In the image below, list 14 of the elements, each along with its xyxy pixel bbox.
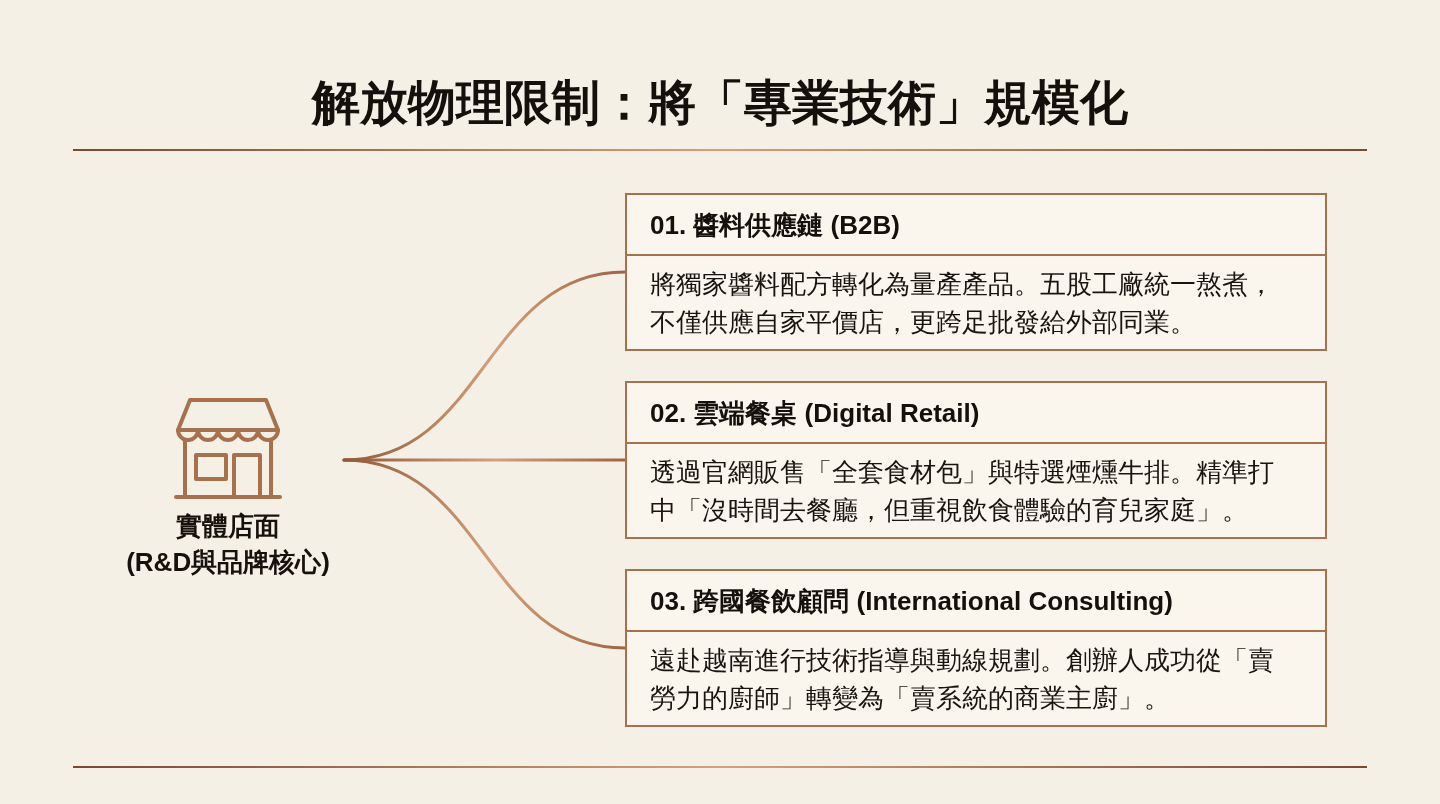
service-card	[625, 193, 1327, 351]
title: 解放物理限制：將「專業技術」規模化	[312, 73, 1128, 132]
service-card	[625, 569, 1327, 727]
card-description: 將獨家醬料配方轉化為量產產品。五股工廠統一熬煮，不僅供應自家平價店，更跨足批發給外部同業。	[650, 267, 1275, 339]
store-label: 實體店面	[176, 510, 280, 543]
connector-line	[342, 270, 627, 462]
card-heading: 03. 跨國餐飲顧問 (International Consulting)	[650, 584, 1173, 618]
service-card	[625, 381, 1327, 539]
store-sublabel: (R&D與品牌核心)	[126, 546, 330, 579]
connector-line	[342, 458, 627, 650]
card-description: 透過官網販售「全套食材包」與特選煙燻牛排。精準打中「沒時間去餐廳，但重視飲食體驗的育兒家庭」。	[650, 455, 1275, 527]
card-heading: 01. 醬料供應鏈 (B2B)	[650, 208, 900, 242]
card-description: 遠赴越南進行技術指導與動線規劃。創辦人成功從「賣勞力的廚師」轉變為「賣系統的商業主廚」。	[650, 643, 1275, 715]
card-heading: 02. 雲端餐桌 (Digital Retail)	[650, 396, 980, 430]
